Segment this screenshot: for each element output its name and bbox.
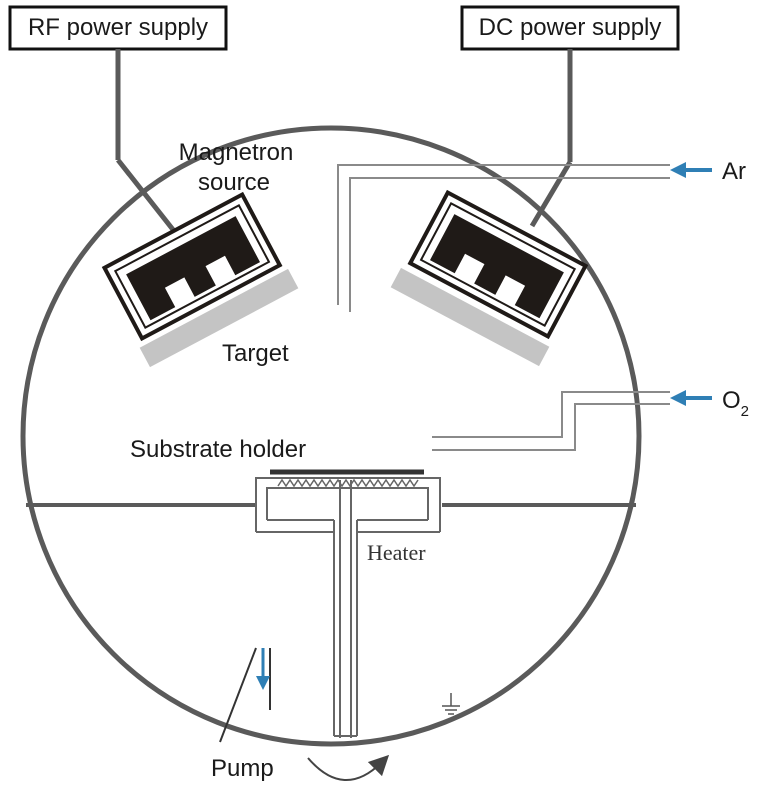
- pump-port: [219, 647, 271, 743]
- dc-target: [390, 267, 550, 367]
- heater-housing: [255, 477, 441, 533]
- vacuum-chamber-wall: [20, 125, 642, 747]
- argon-flow-arrow: [670, 162, 712, 178]
- ground-symbol-icon: [442, 693, 460, 715]
- target-label: Target: [222, 340, 289, 367]
- oxygen-inlet-tube: [432, 391, 670, 451]
- rf-target: [139, 268, 299, 368]
- argon-inlet-tube: [337, 164, 670, 312]
- down-arrow-icon: [256, 648, 270, 690]
- rf-magnetron-source: [101, 191, 283, 342]
- heater-label: Heater: [367, 540, 426, 565]
- magnetron-source-label-line1: Magnetron: [179, 139, 294, 166]
- heater-shaft: [333, 480, 358, 738]
- oxygen-label: O2: [722, 387, 749, 420]
- oxygen-flow-arrow: [670, 390, 712, 406]
- heater-coil: [277, 478, 419, 488]
- rotation-arrow-icon: [307, 754, 390, 781]
- magnetron-source-label-line2: source: [198, 169, 270, 196]
- rf-power-supply-box: RF power supply: [8, 5, 228, 51]
- dc-magnetron-source: [407, 189, 589, 340]
- rf-power-cable: [115, 49, 180, 238]
- dc-power-supply-label: DC power supply: [479, 14, 662, 41]
- dc-power-cable: [529, 49, 573, 228]
- rf-power-supply-label: RF power supply: [28, 14, 208, 41]
- argon-label: Ar: [722, 158, 746, 185]
- oxygen-label-base: O: [722, 387, 741, 414]
- substrate-holder-label: Substrate holder: [130, 436, 306, 463]
- oxygen-label-subscript: 2: [741, 403, 749, 420]
- dc-power-supply-box: DC power supply: [460, 5, 680, 51]
- pump-label: Pump: [211, 755, 274, 782]
